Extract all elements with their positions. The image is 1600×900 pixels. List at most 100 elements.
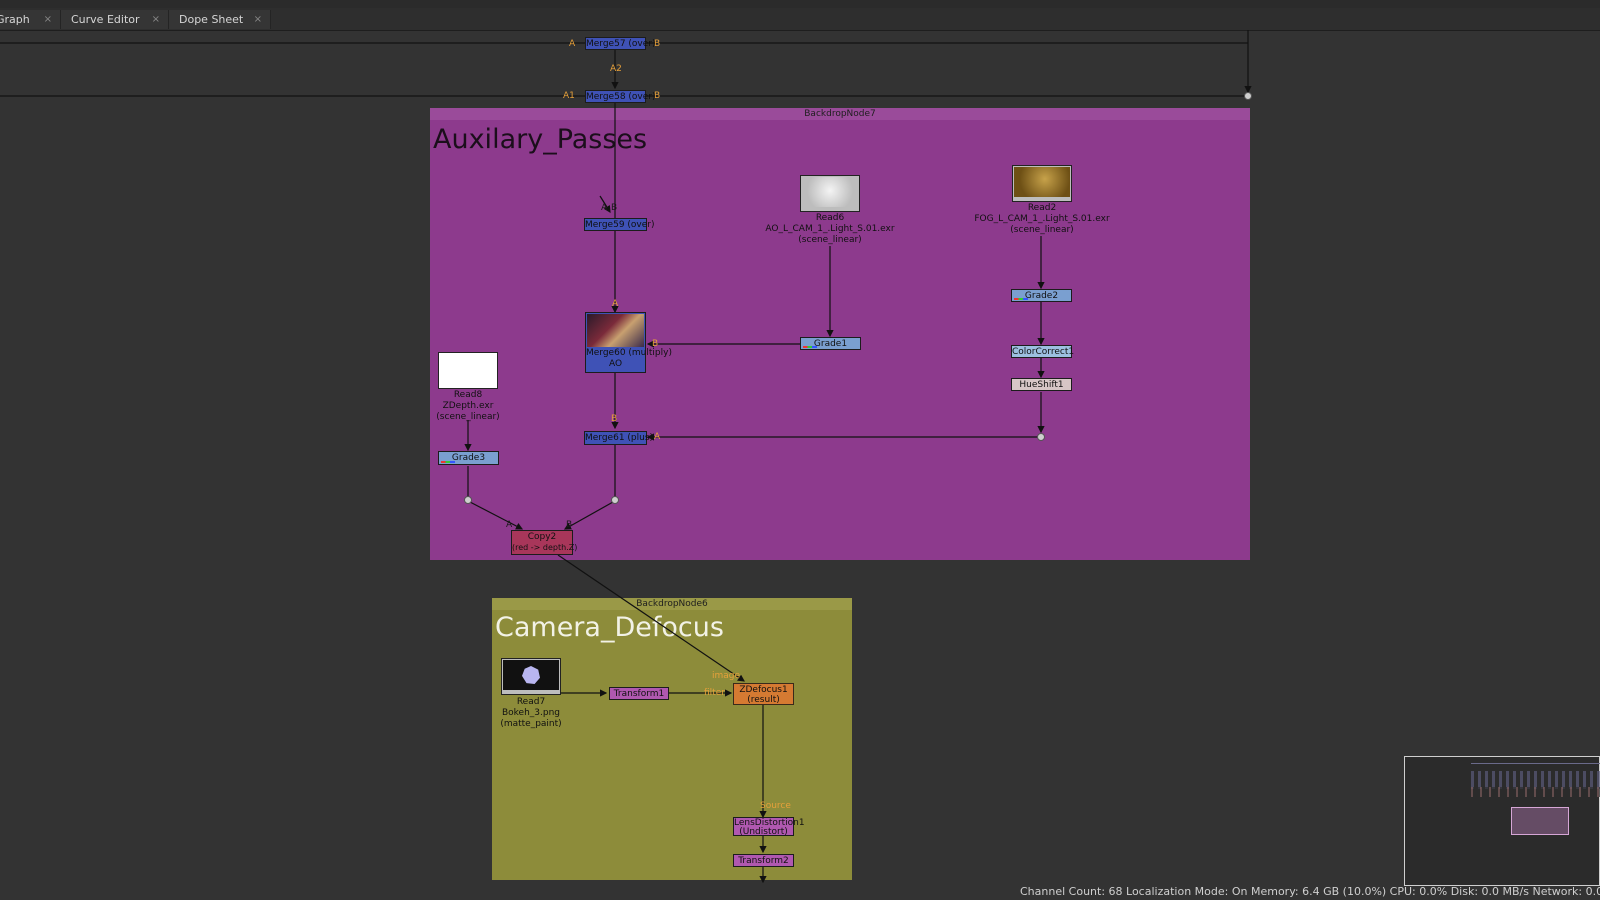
node-sublabel: AO: [608, 359, 623, 369]
read-colorspace: (scene_linear): [1010, 225, 1074, 235]
minimap-nodes: [1471, 787, 1600, 797]
node-label: Copy2: [527, 532, 557, 542]
dot-node[interactable]: [464, 496, 472, 504]
wire: [563, 501, 614, 530]
backdrop-title: Auxilary_Passes: [433, 124, 648, 155]
node-label: HueShift1: [1019, 380, 1064, 390]
node-read7[interactable]: [501, 658, 561, 695]
input-pin-b[interactable]: B: [611, 203, 618, 213]
backdrop-camera-defocus[interactable]: BackdropNode6 Camera_Defocus: [492, 598, 852, 880]
input-pin-b[interactable]: B: [652, 339, 659, 349]
tab-curve-editor[interactable]: Curve Editor ×: [61, 10, 169, 29]
node-sublabel: (result): [747, 695, 780, 705]
input-pin-filter[interactable]: filter: [704, 688, 725, 698]
node-label: Transform2: [738, 856, 789, 866]
dot-node[interactable]: [611, 496, 619, 504]
input-pin-image[interactable]: image: [712, 671, 741, 681]
read-filename: Bokeh_3.png: [501, 708, 561, 718]
minimap-viewport[interactable]: [1511, 807, 1569, 835]
close-icon[interactable]: ×: [151, 14, 160, 25]
bokeh-shape: [522, 666, 540, 684]
node-transform1[interactable]: Transform1: [609, 687, 669, 700]
tab-label: Curve Editor: [71, 13, 140, 26]
tab-label: Graph: [0, 13, 30, 26]
input-pin-b[interactable]: B: [566, 520, 573, 530]
node-label: ZDefocus1: [739, 685, 788, 695]
node-hueshift1[interactable]: HueShift1: [1011, 378, 1072, 391]
tab-label: Dope Sheet: [179, 13, 244, 26]
input-pin-a[interactable]: A: [569, 39, 576, 49]
node-merge60[interactable]: Merge60 (multiply) AO: [585, 312, 672, 373]
node-label: Grade1: [813, 339, 848, 349]
input-pin-a[interactable]: A: [506, 520, 513, 530]
channel-indicator: [441, 461, 455, 463]
node-label: ColorCorrect1: [1012, 347, 1075, 357]
node-grade2[interactable]: Grade2: [1011, 289, 1072, 302]
node-label: Grade3: [451, 453, 486, 463]
node-grade1[interactable]: Grade1: [800, 337, 861, 350]
read-name: Read6: [815, 213, 845, 223]
input-pin-b[interactable]: B: [611, 414, 618, 424]
input-pin-source[interactable]: Source: [760, 801, 791, 811]
render-thumbnail: [587, 314, 644, 347]
node-merge58[interactable]: Merge58 (over): [585, 90, 656, 103]
input-pin-b[interactable]: B: [654, 91, 661, 101]
panel-tab-bar: Graph × Curve Editor × Dope Sheet ×: [0, 8, 1600, 31]
node-label: Merge59 (over): [585, 220, 655, 230]
node-read8[interactable]: [438, 352, 498, 389]
read-filename: ZDepth.exr: [442, 401, 494, 411]
backdrop-title: Camera_Defocus: [495, 612, 724, 643]
node-merge57[interactable]: Merge57 (over): [585, 37, 656, 50]
node-label: Merge61 (plus): [585, 433, 654, 443]
input-pin-a[interactable]: A: [654, 432, 661, 442]
minimap-nodes: [1471, 771, 1600, 789]
dot-node[interactable]: [1244, 92, 1252, 100]
input-pin-a1[interactable]: A1: [563, 91, 575, 101]
close-icon[interactable]: ×: [43, 14, 52, 25]
node-label: Merge58 (over): [586, 92, 656, 102]
node-zdefocus1[interactable]: ZDefocus1 (result): [733, 683, 794, 705]
node-sublabel: (red -> depth.Z): [512, 543, 578, 552]
node-transform2[interactable]: Transform2: [733, 854, 794, 867]
node-sublabel: (Undistort): [739, 827, 788, 837]
tab-node-graph[interactable]: Graph ×: [0, 10, 61, 29]
read-colorspace: (matte_paint): [500, 719, 562, 729]
input-pin-b[interactable]: B: [654, 39, 661, 49]
read-colorspace: (scene_linear): [798, 235, 862, 245]
node-graph-minimap[interactable]: [1404, 756, 1600, 886]
close-icon[interactable]: ×: [253, 14, 262, 25]
status-bar: Channel Count: 68 Localization Mode: On …: [1020, 885, 1600, 898]
wire: [599, 195, 611, 214]
node-merge61[interactable]: Merge61 (plus): [584, 431, 653, 445]
node-label: Merge60 (multiply): [586, 348, 672, 358]
backdrop-header: BackdropNode7: [430, 108, 1250, 120]
wire: [469, 501, 524, 530]
input-pin-a2[interactable]: A2: [610, 64, 622, 74]
node-label: Transform1: [613, 689, 665, 699]
image-thumbnail: [1014, 167, 1070, 197]
channel-indicator: [1014, 298, 1028, 300]
read-filename: FOG_L_CAM_1_.Light_S.01.exr: [974, 214, 1110, 224]
backdrop-header: BackdropNode6: [492, 598, 852, 610]
read-name: Read2: [1027, 203, 1057, 213]
input-pin-a[interactable]: A: [612, 299, 619, 309]
read-colorspace: (scene_linear): [436, 412, 500, 422]
node-read2[interactable]: [1012, 165, 1072, 202]
image-thumbnail: [440, 354, 496, 384]
node-grade3[interactable]: Grade3: [438, 451, 499, 465]
input-pin-a[interactable]: A: [601, 203, 608, 213]
wire: [557, 554, 745, 682]
node-label: Merge57 (over): [586, 39, 656, 49]
image-thumbnail: [802, 177, 858, 207]
node-read6[interactable]: [800, 175, 860, 212]
node-lensdistortion1[interactable]: LensDistortion1 (Undistort): [733, 817, 805, 837]
channel-indicator: [803, 346, 817, 348]
node-colorcorrect1[interactable]: ColorCorrect1: [1011, 345, 1075, 358]
read-name: Read8: [453, 390, 483, 400]
dot-node[interactable]: [1037, 433, 1045, 441]
node-label: Grade2: [1024, 291, 1059, 301]
tab-dope-sheet[interactable]: Dope Sheet ×: [169, 10, 271, 29]
node-merge59[interactable]: Merge59 (over): [584, 218, 655, 231]
node-copy2[interactable]: Copy2 (red -> depth.Z): [511, 530, 578, 555]
